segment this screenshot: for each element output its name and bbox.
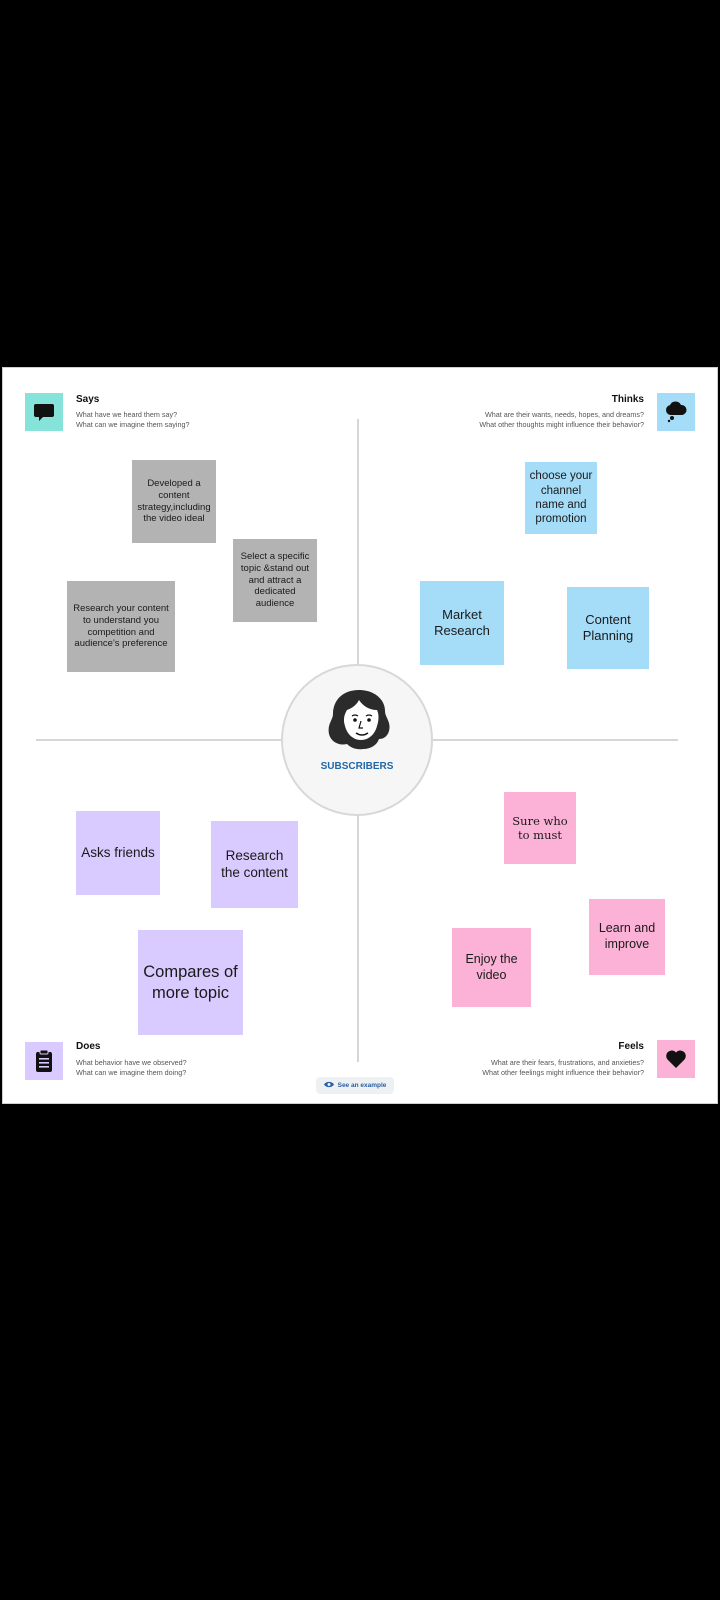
sticky-note-does-1[interactable]: Asks friends [76,811,160,895]
thinks-title: Thinks [611,394,644,405]
sticky-note-thinks-3[interactable]: Content Planning [567,587,649,669]
sticky-note-says-3[interactable]: Research your content to understand you … [67,581,175,672]
sticky-note-feels-1[interactable]: Sure who to must [504,792,576,864]
sticky-note-thinks-1[interactable]: choose your channel name and promotion [525,462,597,534]
sticky-note-feels-3[interactable]: Enjoy the video [452,928,531,1007]
sticky-note-does-3[interactable]: Compares of more topic [138,930,243,1035]
thinks-subtitle-2: What other thoughts might influence thei… [479,420,644,429]
sticky-note-thinks-2[interactable]: Market Research [420,581,504,665]
thought-cloud-icon [657,393,695,431]
see-example-button[interactable]: See an example [316,1077,394,1094]
heart-icon [657,1040,695,1078]
eye-icon [323,1081,334,1090]
horizontal-divider-left [36,739,281,741]
says-subtitle-1: What have we heard them say? [76,410,178,419]
feels-title: Feels [618,1041,644,1052]
says-subtitle-2: What can we imagine them saying? [76,420,190,429]
clipboard-icon [25,1042,63,1080]
see-example-label: See an example [337,1082,387,1089]
persona-face-icon [325,688,393,757]
vertical-divider-bottom [357,816,359,1062]
horizontal-divider-right [433,739,678,741]
persona-circle: SUBSCRIBERS [281,664,433,816]
sticky-note-does-2[interactable]: Research the content [211,821,298,908]
sticky-note-feels-2[interactable]: Learn and improve [589,899,665,975]
says-title: Says [76,394,100,405]
does-title: Does [76,1041,101,1052]
vertical-divider-top [357,419,359,664]
persona-label: SUBSCRIBERS [320,761,394,772]
speech-bubble-icon [25,393,63,431]
thinks-subtitle-1: What are their wants, needs, hopes, and … [484,410,644,419]
sticky-note-says-1[interactable]: Developed a content strategy,including t… [132,460,216,543]
does-subtitle-1: What behavior have we observed? [76,1058,187,1067]
does-subtitle-2: What can we imagine them doing? [76,1068,187,1077]
sticky-note-says-2[interactable]: Select a specific topic &stand out and a… [233,539,317,622]
feels-subtitle-2: What other feelings might influence thei… [482,1068,644,1077]
feels-subtitle-1: What are their fears, frustrations, and … [490,1058,644,1067]
